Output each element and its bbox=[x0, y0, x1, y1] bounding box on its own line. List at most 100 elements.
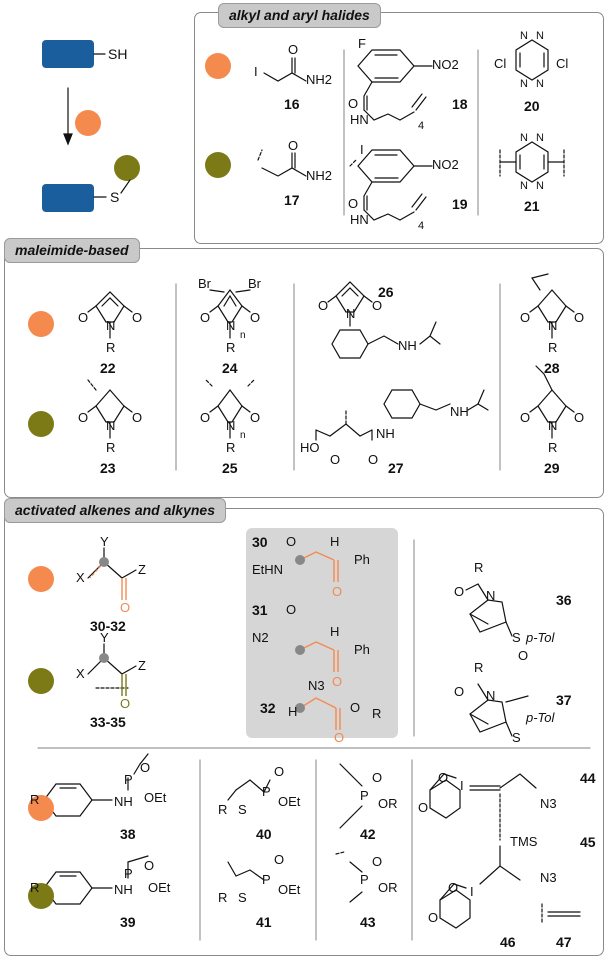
atom-R-39: R bbox=[30, 880, 40, 895]
atom-R-22: R bbox=[106, 340, 116, 355]
atom-OR-42: OR bbox=[378, 796, 398, 811]
atom-OR-43: OR bbox=[378, 880, 398, 895]
compound-44: 44 bbox=[580, 770, 596, 786]
atom-O-ketone-30: O bbox=[332, 584, 343, 599]
compound-16: 16 bbox=[284, 96, 300, 112]
atom-NO2-18: NO2 bbox=[432, 57, 459, 72]
atom-O-acid-27: O bbox=[330, 452, 341, 467]
atom-O-left-24: O bbox=[200, 310, 211, 325]
compound-36: 36 bbox=[556, 592, 572, 608]
atom-Br-right-24: Br bbox=[248, 276, 261, 291]
atom-HN-19: HN bbox=[350, 212, 369, 227]
atom-O-right-25: O bbox=[250, 410, 261, 425]
atom-R-37: R bbox=[474, 660, 484, 675]
atom-N-21c: N bbox=[520, 180, 528, 192]
thioether-label: S bbox=[110, 189, 120, 205]
atom-N-22: N bbox=[106, 318, 116, 333]
atom-H-31: H bbox=[330, 624, 340, 639]
atom-N-28: N bbox=[548, 318, 558, 333]
compound-39: 39 bbox=[120, 914, 136, 930]
compound-24: 24 bbox=[222, 360, 238, 376]
atom-N-20a: N bbox=[520, 30, 528, 42]
section-title-maleimide: maleimide-based bbox=[4, 238, 140, 263]
atom-4-19: 4 bbox=[418, 220, 425, 232]
alkyl-halides-panel bbox=[194, 12, 604, 244]
compound-17: 17 bbox=[284, 192, 300, 208]
atom-N-20d: N bbox=[536, 78, 544, 90]
atom-O-right-29: O bbox=[574, 410, 585, 425]
atom-R-38: R bbox=[30, 792, 40, 807]
atom-Br-left-24: Br bbox=[198, 276, 211, 291]
atom-NH-39: NH bbox=[114, 882, 133, 897]
atom-S-36: S bbox=[512, 630, 521, 645]
compound-32: 32 bbox=[260, 700, 276, 716]
atom-NH-amide-27: NH bbox=[376, 426, 395, 441]
conjugate-olive-dot bbox=[114, 155, 140, 181]
atom-S-40: S bbox=[238, 802, 247, 817]
atom-NH-26: NH bbox=[398, 338, 417, 353]
atom-R-41: R bbox=[218, 890, 228, 905]
atom-HN-18: HN bbox=[350, 112, 369, 127]
atom-O-left-28: O bbox=[520, 310, 531, 325]
atom-O-40: O bbox=[274, 764, 285, 779]
section-title-activated: activated alkenes and alkynes bbox=[4, 498, 226, 523]
compound-30: 30 bbox=[252, 534, 268, 550]
scheme-protein-block bbox=[42, 40, 94, 68]
atom-O-ketone-31: O bbox=[332, 674, 343, 689]
atom-n-25: n bbox=[240, 430, 246, 441]
atom-N-20c: N bbox=[520, 78, 528, 90]
compound-25: 25 bbox=[222, 460, 238, 476]
atom-R-23: R bbox=[106, 440, 116, 455]
atom-O-carbonyl-44: O bbox=[418, 800, 429, 815]
atom-O-37: O bbox=[454, 684, 465, 699]
atom-I-44: I bbox=[460, 778, 464, 793]
compound-29: 29 bbox=[544, 460, 560, 476]
compound-37: 37 bbox=[556, 692, 572, 708]
atom-NH2-17: NH2 bbox=[306, 168, 333, 183]
atom-I-16: I bbox=[254, 64, 258, 79]
atom-P-43: P bbox=[360, 872, 369, 887]
reagent-dot-activated bbox=[28, 566, 54, 592]
atom-pTol-37: p-Tol bbox=[526, 710, 555, 725]
atom-O-left-23: O bbox=[78, 410, 89, 425]
atom-H-30: H bbox=[330, 534, 340, 549]
atom-Ph-31: Ph bbox=[354, 642, 370, 657]
atom-N-21a: N bbox=[520, 132, 528, 144]
scheme-protein-block-conjugated bbox=[42, 184, 94, 212]
atom-4-18: 4 bbox=[418, 120, 425, 132]
atom-OEt-39: OEt bbox=[148, 880, 171, 895]
atom-pTol-36: p-Tol bbox=[526, 630, 555, 645]
atom-O-amide-27: O bbox=[368, 452, 379, 467]
atom-n-24: n bbox=[240, 330, 246, 341]
atom-N-36: N bbox=[486, 588, 496, 603]
atom-O-left-25: O bbox=[200, 410, 211, 425]
atom-O-sulfonyl-36: O bbox=[518, 648, 529, 663]
atom-O-43: O bbox=[372, 854, 383, 869]
atom-P-39: P bbox=[124, 866, 133, 881]
atom-H-32: H bbox=[288, 704, 298, 719]
atom-R-24: R bbox=[226, 340, 236, 355]
compound-40: 40 bbox=[256, 826, 272, 842]
atom-X-33-35: X bbox=[76, 666, 85, 681]
atom-Cl-right-20: Cl bbox=[556, 56, 569, 71]
atom-O-right-26: O bbox=[372, 298, 383, 313]
atom-N-23: N bbox=[106, 418, 116, 433]
conjugate-dot-activated bbox=[28, 668, 54, 694]
compound-21: 21 bbox=[524, 198, 540, 214]
atom-NH-amine-27: NH bbox=[450, 404, 469, 419]
atom-N3-46: N3 bbox=[540, 870, 557, 885]
atom-O-17: O bbox=[288, 138, 299, 153]
compound-46: 46 bbox=[500, 934, 516, 950]
atom-O-ring-44: O bbox=[438, 770, 449, 785]
compound-20: 20 bbox=[524, 98, 540, 114]
atom-Ph-30: Ph bbox=[354, 552, 370, 567]
atom-F-18: F bbox=[358, 36, 366, 51]
atom-P-41: P bbox=[262, 872, 271, 887]
atom-R-32: R bbox=[372, 706, 382, 721]
atom-N3-32: N3 bbox=[308, 678, 325, 693]
atom-O-41: O bbox=[274, 852, 285, 867]
compound-45: 45 bbox=[580, 834, 596, 850]
compound-28: 28 bbox=[544, 360, 560, 376]
atom-Cl-left-20: Cl bbox=[494, 56, 507, 71]
atom-I-46: I bbox=[470, 884, 474, 899]
